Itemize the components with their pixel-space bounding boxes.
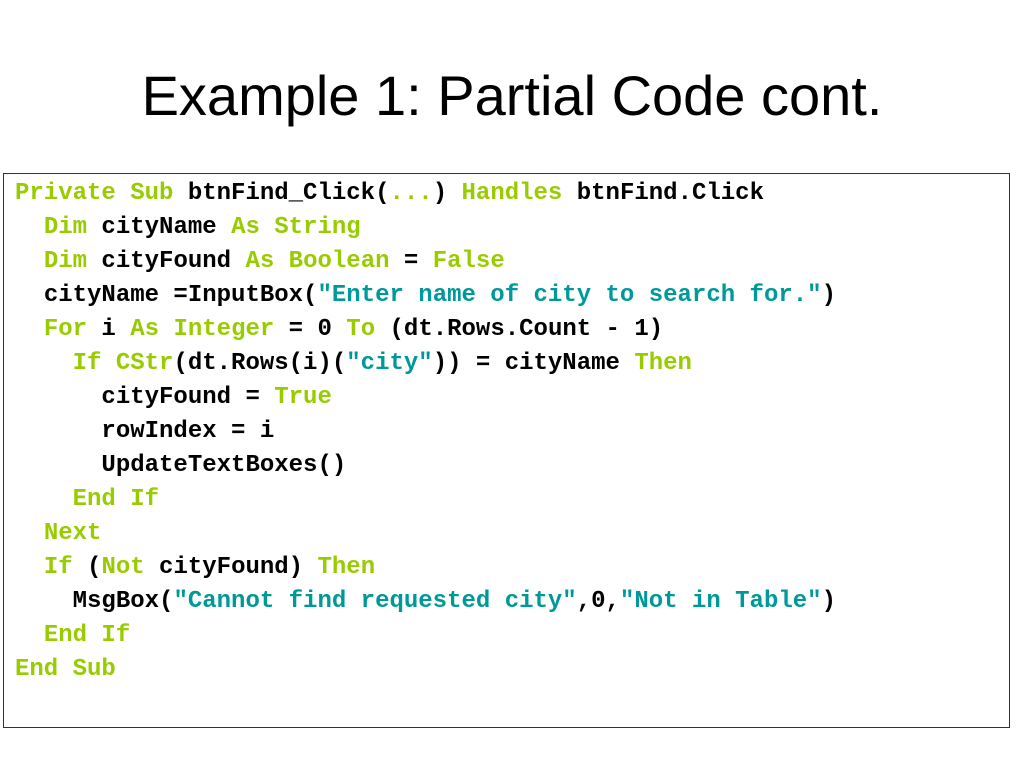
code-indent: [15, 350, 73, 377]
code-token: If CStr: [72, 350, 174, 377]
code-token: "Enter name of city to search for.": [317, 282, 822, 309]
code-indent: [15, 384, 101, 411]
code-token: "city": [346, 350, 433, 377]
code-token: cityFound =: [101, 384, 275, 411]
code-token: i: [87, 316, 131, 343]
code-token: cityFound: [87, 248, 246, 275]
code-line: For i As Integer = 0 To (dt.Rows.Count -…: [15, 313, 836, 347]
code-line: Next: [15, 517, 836, 551]
code-indent: [15, 520, 44, 547]
code-token: End Sub: [15, 656, 116, 683]
code-token: ): [821, 282, 836, 309]
code-indent: [15, 248, 44, 275]
code-token: Dim: [43, 214, 88, 241]
code-token: (dt.Rows(i)(: [173, 350, 347, 377]
code-token: "Cannot find requested city": [173, 588, 577, 615]
code-indent: [15, 554, 44, 581]
code-line: If (Not cityFound) Then: [15, 551, 836, 585]
code-token: (: [72, 554, 102, 581]
code-line: rowIndex = i: [15, 415, 836, 449]
code-token: As Boolean: [245, 248, 390, 275]
code-token: End If: [72, 486, 160, 513]
code-token: False: [432, 248, 505, 275]
code-indent: [15, 282, 44, 309]
code-line: If CStr(dt.Rows(i)("city")) = cityName T…: [15, 347, 836, 381]
code-token: As Integer: [130, 316, 275, 343]
code-token: btnFind.Click: [562, 180, 764, 207]
code-token: "Not in Table": [619, 588, 822, 615]
code-block: Private Sub btnFind_Click(...) Handles b…: [15, 177, 836, 687]
code-line: UpdateTextBoxes(): [15, 449, 836, 483]
code-token: =: [389, 248, 433, 275]
code-line: End If: [15, 619, 836, 653]
code-line: cityFound = True: [15, 381, 836, 415]
code-token: ): [432, 180, 462, 207]
slide-title: Example 1: Partial Code cont.: [141, 64, 883, 127]
code-line: Private Sub btnFind_Click(...) Handles b…: [15, 177, 836, 211]
code-token: cityFound): [144, 554, 318, 581]
code-token: Handles: [461, 180, 563, 207]
code-token: Dim: [43, 248, 88, 275]
code-token: As String: [231, 214, 361, 241]
code-token: (dt.Rows.Count - 1): [375, 316, 664, 343]
code-token: Private Sub: [15, 180, 174, 207]
code-indent: [15, 214, 44, 241]
code-line: End Sub: [15, 653, 836, 687]
code-token: True: [274, 384, 332, 411]
code-token: )) = cityName: [432, 350, 635, 377]
code-indent: [15, 622, 44, 649]
code-token: UpdateTextBoxes(): [101, 452, 347, 479]
code-token: ,0,: [576, 588, 620, 615]
code-token: = 0: [274, 316, 347, 343]
code-token: cityName: [87, 214, 232, 241]
code-indent: [15, 418, 101, 445]
code-token: Then: [317, 554, 376, 581]
code-indent: [15, 486, 73, 513]
code-indent: [15, 588, 73, 615]
code-box: Private Sub btnFind_Click(...) Handles b…: [3, 173, 1010, 728]
code-token: To: [346, 316, 376, 343]
code-token: ): [821, 588, 836, 615]
code-line: End If: [15, 483, 836, 517]
code-token: ...: [389, 180, 433, 207]
code-line: cityName =InputBox("Enter name of city t…: [15, 279, 836, 313]
code-line: MsgBox("Cannot find requested city",0,"N…: [15, 585, 836, 619]
code-token: MsgBox(: [72, 588, 174, 615]
code-line: Dim cityFound As Boolean = False: [15, 245, 836, 279]
code-token: Not: [101, 554, 145, 581]
code-token: End If: [43, 622, 131, 649]
code-token: For: [43, 316, 88, 343]
code-token: rowIndex = i: [101, 418, 275, 445]
code-token: btnFind_Click(: [173, 180, 390, 207]
code-token: cityName =InputBox(: [43, 282, 318, 309]
code-token: Then: [634, 350, 692, 377]
code-token: If: [43, 554, 73, 581]
code-token: Next: [43, 520, 102, 547]
code-line: Dim cityName As String: [15, 211, 836, 245]
code-indent: [15, 316, 44, 343]
code-indent: [15, 452, 101, 479]
